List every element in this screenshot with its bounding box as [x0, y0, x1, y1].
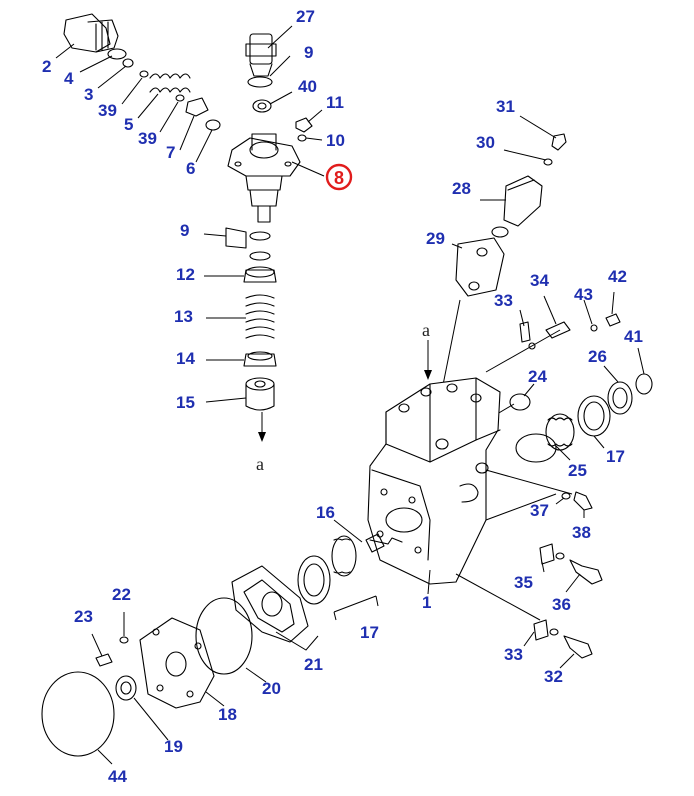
label-35: 35 [514, 573, 533, 592]
label-40: 40 [298, 77, 317, 96]
pump-housing [367, 340, 573, 621]
valve-assembly [227, 25, 325, 223]
label-28: 28 [452, 179, 471, 198]
label-43: 43 [574, 285, 593, 304]
label-38: 38 [572, 523, 591, 542]
drive-shaft-assembly [231, 519, 385, 651]
label-7: 7 [166, 143, 175, 162]
label-41: 41 [624, 327, 643, 346]
label-16: 16 [316, 503, 335, 522]
label-13: 13 [174, 307, 193, 326]
label-19: 19 [164, 737, 183, 756]
label-27: 27 [296, 7, 315, 26]
label-6: 6 [186, 159, 195, 178]
label-32: 32 [544, 667, 563, 686]
label-44: 44 [108, 767, 127, 786]
label-17-lower: 17 [360, 623, 379, 642]
front-cover-assembly [41, 597, 267, 765]
label-37: 37 [530, 501, 549, 520]
lower-right-fasteners [523, 491, 603, 669]
label-39-lower: 39 [138, 129, 157, 148]
label-39-upper: 39 [98, 101, 117, 120]
label-17-right: 17 [606, 447, 625, 466]
part-labels: 27 9 40 11 10 2 4 3 39 5 39 7 6 9 12 13 … [42, 7, 643, 786]
label-42: 42 [608, 267, 627, 286]
label-14: 14 [176, 349, 195, 368]
label-22: 22 [112, 585, 131, 604]
label-9-top: 9 [304, 43, 313, 62]
label-24: 24 [528, 367, 547, 386]
plug-assembly [55, 13, 221, 163]
label-18: 18 [218, 705, 237, 724]
label-33-upper: 33 [494, 291, 513, 310]
highlight-label-8: 8 [334, 168, 344, 188]
label-4: 4 [64, 69, 74, 88]
right-side-parts [469, 291, 653, 463]
label-1: 1 [422, 593, 431, 612]
label-21: 21 [304, 655, 323, 674]
label-23: 23 [74, 607, 93, 626]
label-10: 10 [326, 131, 345, 150]
label-12: 12 [176, 265, 195, 284]
label-31: 31 [496, 97, 515, 116]
label-15: 15 [176, 393, 195, 412]
label-29: 29 [426, 229, 445, 248]
label-5: 5 [124, 115, 133, 134]
label-26: 26 [588, 347, 607, 366]
flow-marker-a-bottom: a [256, 454, 264, 474]
label-33-lower: 33 [504, 645, 523, 664]
sensor-assembly [439, 115, 567, 401]
plunger-stack [203, 227, 277, 442]
flow-marker-a-top: a [422, 320, 430, 340]
highlight-circle [325, 163, 353, 191]
label-11: 11 [326, 93, 344, 112]
highlighted-part-callout: 8 [325, 163, 353, 191]
label-36: 36 [552, 595, 571, 614]
label-34: 34 [530, 271, 549, 290]
label-9-mid: 9 [180, 221, 189, 240]
label-25: 25 [568, 461, 587, 480]
label-20: 20 [262, 679, 281, 698]
label-30: 30 [476, 133, 495, 152]
label-2: 2 [42, 57, 51, 76]
label-3: 3 [84, 85, 93, 104]
